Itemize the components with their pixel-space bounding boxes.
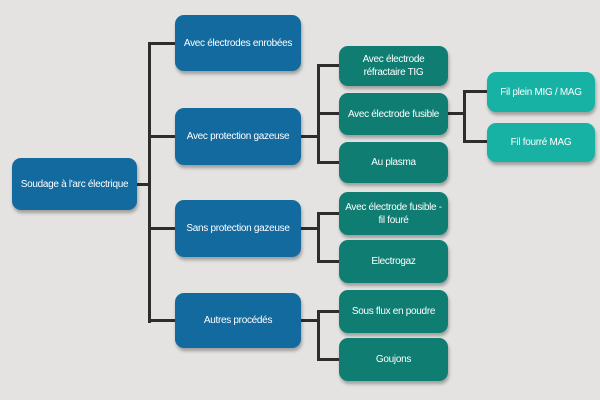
node-au-plasma: Au plasma: [339, 142, 448, 183]
connector-stub-autres-procedes: [148, 319, 175, 322]
connector-stub-electrodes-enrobees: [148, 42, 175, 45]
connector-trunk-electrode-fusible: [463, 90, 466, 143]
connector-stub-electrode-fusible: [317, 112, 339, 115]
connector-stub-fusible-fil-foure: [317, 212, 339, 215]
node-sans-protection-gazeuse: Sans protection gazeuse: [175, 200, 301, 257]
connector-stub-fil-fourre-mag: [463, 140, 487, 143]
connector-root-to-trunk: [137, 183, 148, 186]
node-fil-plein-mig-mag: Fil plein MIG / MAG: [487, 72, 595, 112]
connector-trunk-level2: [148, 42, 151, 323]
connector-stub-goujons: [317, 358, 339, 361]
connector-trunk-autres-procedes: [317, 310, 320, 361]
node-electrogaz: Electrogaz: [339, 240, 448, 283]
node-electrode-refractaire-tig: Avec électrode réfractaire TIG: [339, 46, 448, 86]
connector-stub-au-plasma: [317, 161, 339, 164]
node-electrode-fusible: Avec électrode fusible: [339, 93, 448, 135]
node-sous-flux-en-poudre: Sous flux en poudre: [339, 290, 448, 333]
node-avec-protection-gazeuse: Avec protection gazeuse: [175, 108, 301, 165]
connector-protection-gazeuse-out: [301, 135, 320, 138]
connector-stub-fil-plein-mig-mag: [463, 90, 487, 93]
node-autres-procedes: Autres procédés: [175, 293, 301, 348]
connector-stub-sous-flux: [317, 310, 339, 313]
connector-autres-procedes-out: [301, 319, 320, 322]
connector-stub-sans-protection: [148, 227, 175, 230]
node-root-soudage-arc-electrique: Soudage à l'arc électrique: [12, 158, 137, 210]
connector-sans-protection-out: [301, 227, 320, 230]
connector-stub-protection-gazeuse: [148, 135, 175, 138]
connector-trunk-sans-protection: [317, 212, 320, 263]
node-fil-fourre-mag: Fil fourré MAG: [487, 123, 595, 162]
connector-electrode-fusible-out: [448, 112, 466, 115]
node-electrode-fusible-fil-foure: Avec électrode fusible - fil fouré: [339, 192, 448, 235]
connector-stub-refractaire-tig: [317, 64, 339, 67]
connector-stub-electrogaz: [317, 260, 339, 263]
node-electrodes-enrobees: Avec électrodes enrobées: [175, 15, 301, 71]
node-goujons: Goujons: [339, 338, 448, 381]
